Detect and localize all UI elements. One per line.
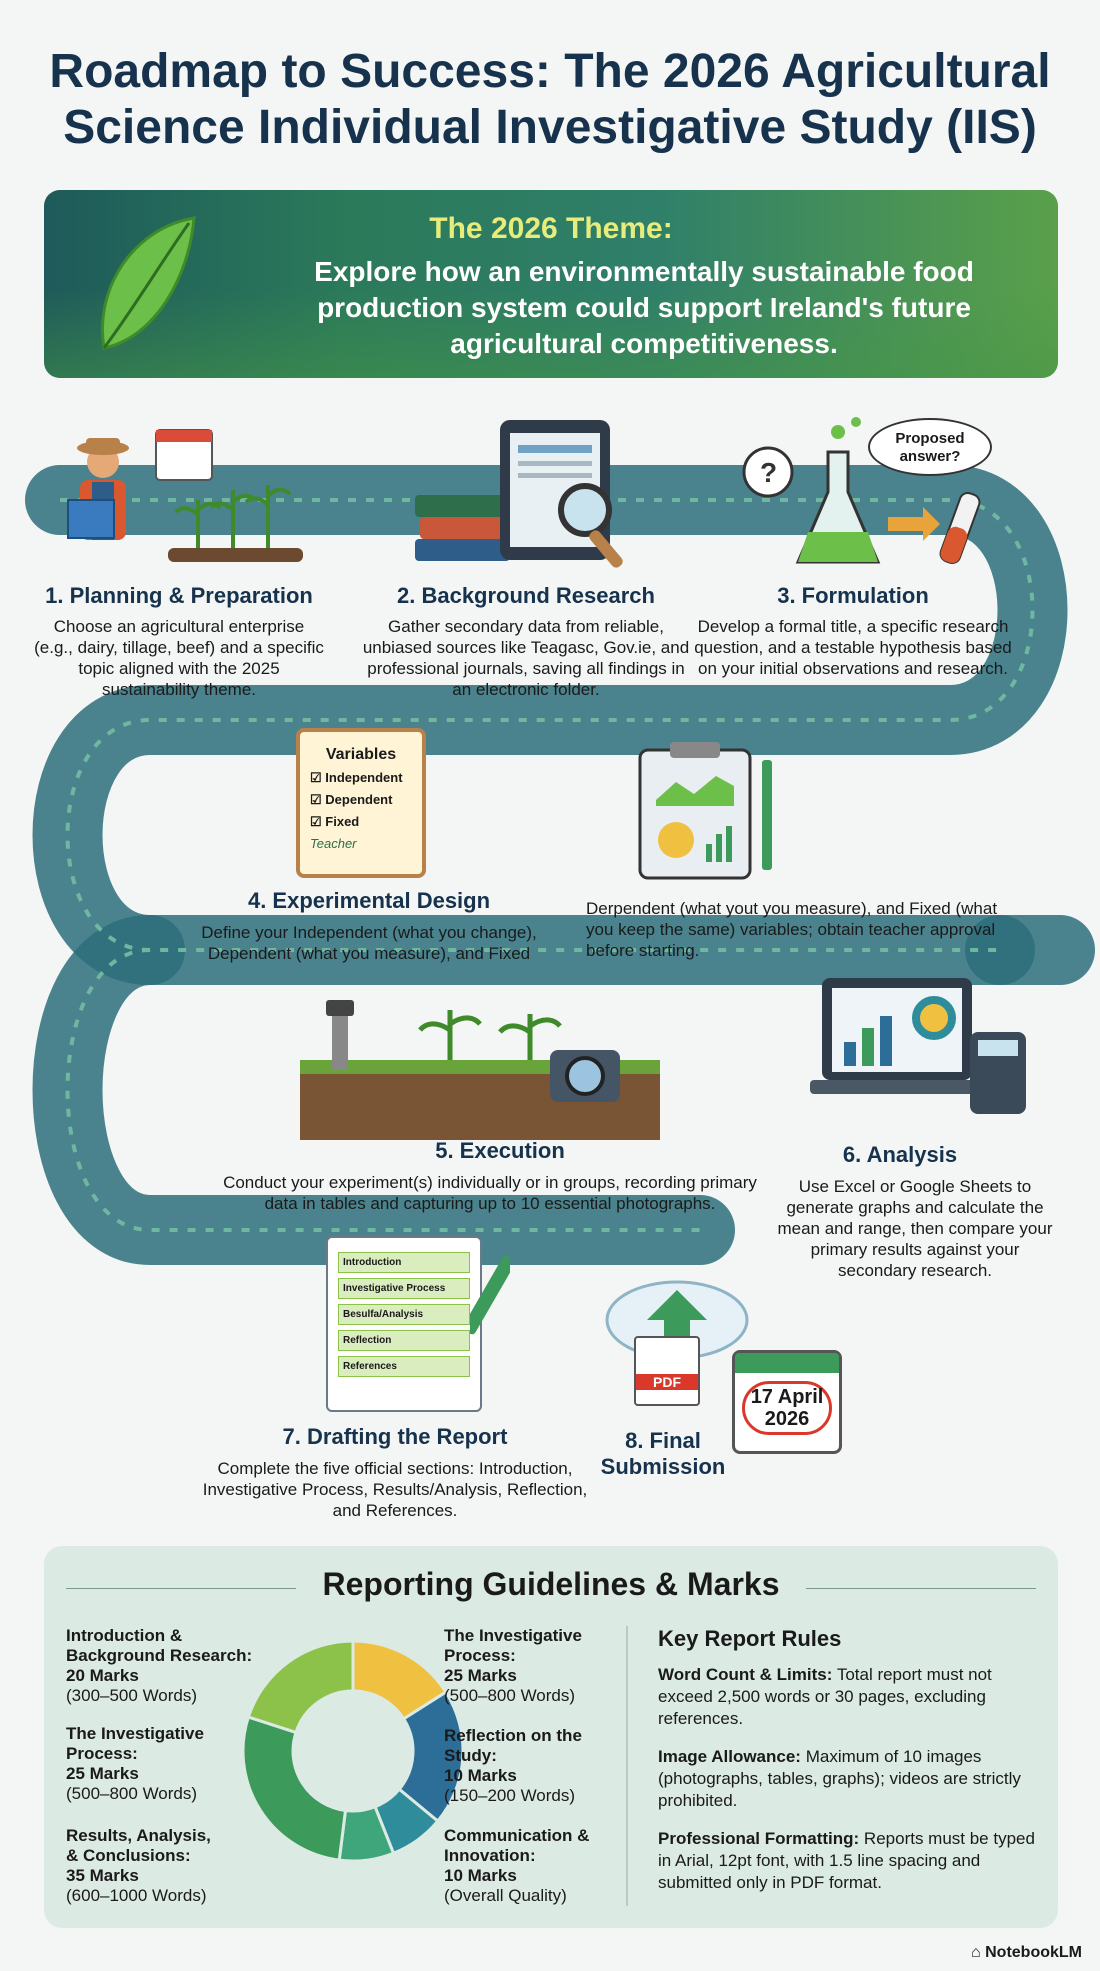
mark-label-introduction: Introduction & Background Research:20 Ma… [66, 1626, 253, 1705]
theme-banner: The 2026 Theme: Explore how an environme… [44, 190, 1058, 378]
guidelines-title: Reporting Guidelines & Marks [322, 1566, 780, 1602]
rule-image-allowance: Image Allowance: Maximum of 10 images (p… [658, 1747, 1021, 1810]
variable-item: ☑ Independent [310, 770, 403, 785]
marks-donut-chart [241, 1639, 465, 1863]
report-section-item: Reflection [338, 1330, 470, 1351]
report-section-item: Investigative Process [338, 1278, 470, 1299]
step-6-desc: Use Excel or Google Sheets to generate g… [777, 1177, 1053, 1280]
field-background [44, 288, 1058, 378]
title-line-2: Science Individual Investigative Study (… [63, 101, 1037, 154]
donut-slice [241, 1715, 348, 1862]
mark-label-reflection: Reflection on the Study:10 Marks(150–200… [444, 1726, 582, 1805]
laptop-analysis-icon [810, 978, 1026, 1114]
teacher-stamp: Teacher [310, 836, 357, 851]
flask-icon: ? [742, 417, 981, 564]
theme-text: Explore how an environmentally sustainab… [314, 256, 974, 359]
report-section-item: Introduction [338, 1252, 470, 1273]
key-rules-heading: Key Report Rules [658, 1626, 842, 1651]
title-line-1: Roadmap to Success: The 2026 Agricultura… [49, 45, 1051, 98]
reporting-guidelines-panel: Reporting Guidelines & Marks Introductio… [44, 1546, 1058, 1928]
rule-word-count: Word Count & Limits: Total report must n… [658, 1665, 992, 1728]
mark-label-results: Results, Analysis, & Conclusions:35 Mark… [66, 1826, 211, 1905]
step-3-title: 3. Formulation [777, 583, 929, 608]
step-2-title: 2. Background Research [397, 583, 655, 608]
step-4-continuation-desc: Derpendent (what yout you measure), and … [586, 899, 998, 960]
variables-title: Variables [325, 746, 397, 763]
step-7-title: 7. Drafting the Report [282, 1424, 508, 1449]
variable-item: ☑ Fixed [310, 814, 360, 829]
mark-label-communication: Communication & Innovation:10 Marks(Over… [444, 1826, 590, 1905]
step-8-title: 8. Final Submission [600, 1428, 726, 1479]
pdf-file-icon: PDF [634, 1336, 700, 1406]
books-tablet-icon [415, 420, 623, 568]
report-section-item: References [338, 1356, 470, 1377]
step-6-title: 6. Analysis [842, 1142, 958, 1167]
page-title: Roadmap to Success: The 2026 Agricultura… [0, 44, 1100, 156]
donut-slice [246, 1639, 355, 1735]
rule-professional-formatting: Professional Formatting: Reports must be… [658, 1829, 1035, 1892]
step-4-title: 4. Experimental Design [247, 888, 491, 913]
variables-clipboard-icon: Variables ☑ Independent ☑ Dependent ☑ Fi… [296, 728, 426, 878]
report-clipboard-icon [638, 742, 772, 880]
proposed-answer-bubble: Proposed answer? [868, 418, 992, 476]
step-5-title: 5. Execution [435, 1138, 565, 1163]
step-5-desc: Conduct your experiment(s) individually … [223, 1173, 757, 1213]
theme-heading: The 2026 Theme: [429, 212, 673, 245]
roadmap-path [25, 465, 1095, 1265]
divider-line [66, 1588, 296, 1589]
svg-text:?: ? [760, 457, 777, 488]
field-execution-icon [300, 1000, 660, 1140]
calendar-icon: 17 April 2026 [732, 1350, 842, 1454]
step-4-desc: Define your Independent (what you change… [201, 923, 537, 963]
report-section-item: Besulfa/Analysis [338, 1304, 470, 1325]
pen-icon [470, 1255, 510, 1335]
step-1-title: 1. Planning & Preparation [45, 583, 313, 608]
leaf-icon [101, 216, 196, 350]
variable-item: ☑ Dependent [310, 792, 393, 807]
rules-divider [626, 1626, 628, 1906]
mark-label-investigative-left: The Investigative Process:25 Marks(500–8… [66, 1724, 204, 1803]
step-2-desc: Gather secondary data from reliable, unb… [362, 617, 690, 699]
farmer-icon [67, 429, 303, 562]
step-1-desc: Choose an agricultural enterprise (e.g.,… [34, 617, 324, 699]
report-document-icon: Introduction Investigative Process Besul… [326, 1236, 482, 1412]
step-3-desc: Develop a formal title, a specific resea… [694, 617, 1012, 678]
deadline-date: 17 April 2026 [742, 1381, 832, 1435]
brand-label: ⌂ NotebookLM [971, 1944, 1082, 1961]
step-7-desc: Complete the five official sections: Int… [202, 1459, 588, 1520]
mark-label-investigative-right: The Investigative Process:25 Marks(500–8… [444, 1626, 582, 1705]
pdf-label: PDF [636, 1374, 698, 1390]
divider-line [806, 1588, 1036, 1589]
